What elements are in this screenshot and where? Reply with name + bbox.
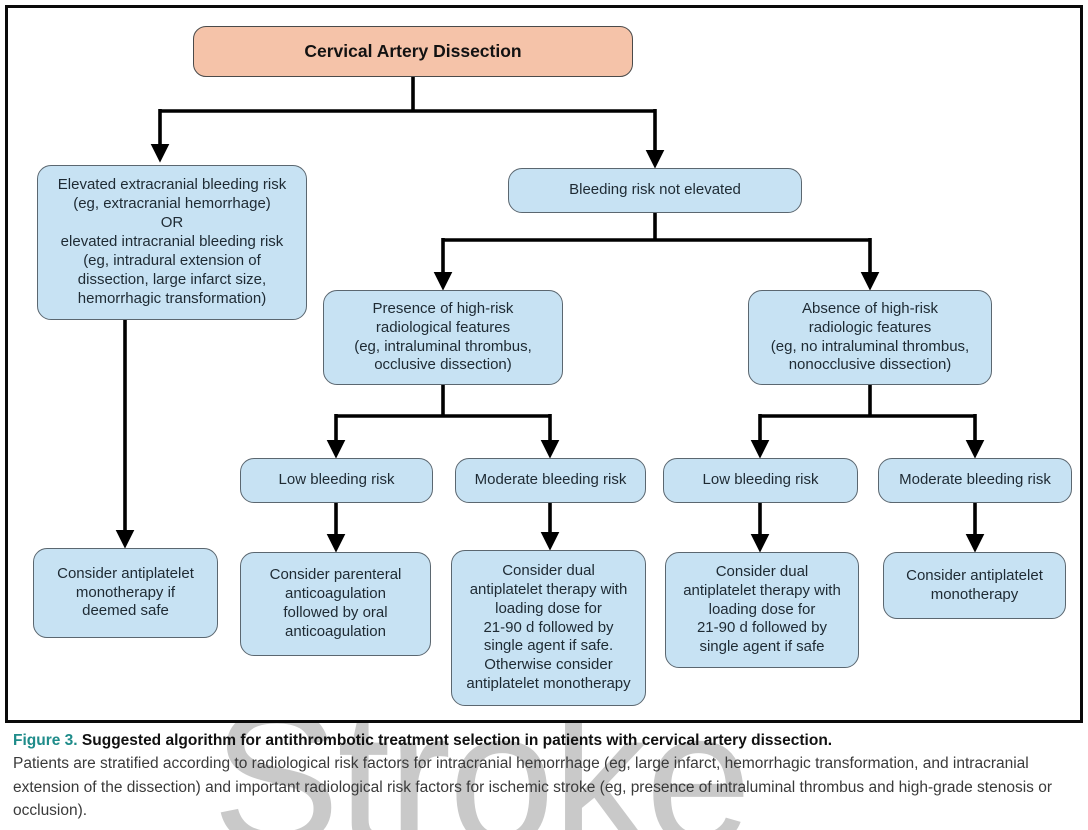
- node-label: Moderate bleeding risk: [899, 471, 1051, 489]
- figure-caption-body: Patients are stratified according to rad…: [13, 755, 1053, 819]
- flowchart-panel: Cervical Artery Dissection Elevated extr…: [5, 5, 1083, 723]
- flow-connectors: [115, 77, 985, 553]
- node-label: Low bleeding risk: [702, 471, 819, 489]
- node-label: Consider antiplatelet monotherapy if dee…: [57, 564, 194, 620]
- node-label: Consider parenteral anticoagulation foll…: [269, 566, 402, 640]
- node-label: Low bleeding risk: [278, 471, 395, 489]
- figure-number-label: Figure 3.: [13, 732, 78, 749]
- node-moderate-bleeding-risk-presence: Moderate bleeding risk: [455, 458, 646, 503]
- node-label: Consider dual antiplatelet therapy with …: [466, 561, 631, 693]
- node-elevated-bleeding-risk: Elevated extracranial bleeding risk (eg,…: [37, 165, 307, 320]
- node-label: Absence of high-risk radiologic features…: [770, 299, 970, 374]
- figure-caption-title: Figure 3. Suggested algorithm for antith…: [13, 729, 1075, 752]
- node-label: Consider dual antiplatelet therapy with …: [683, 562, 841, 656]
- node-cervical-artery-dissection: Cervical Artery Dissection: [193, 26, 633, 77]
- node-label: Consider antiplatelet monotherapy: [906, 566, 1043, 603]
- node-absence-high-risk-features: Absence of high-risk radiologic features…: [748, 290, 992, 385]
- node-moderate-bleeding-risk-absence: Moderate bleeding risk: [878, 458, 1072, 503]
- node-parenteral-then-oral-anticoagulation: Consider parenteral anticoagulation foll…: [240, 552, 431, 656]
- node-label: Cervical Artery Dissection: [304, 41, 522, 62]
- node-antiplatelet-if-deemed-safe: Consider antiplatelet monotherapy if dee…: [33, 548, 218, 638]
- node-dual-antiplatelet-otherwise-mono: Consider dual antiplatelet therapy with …: [451, 550, 646, 706]
- node-label: Bleeding risk not elevated: [569, 181, 741, 199]
- node-label: Elevated extracranial bleeding risk (eg,…: [57, 176, 287, 307]
- node-low-bleeding-risk-presence: Low bleeding risk: [240, 458, 433, 503]
- node-low-bleeding-risk-absence: Low bleeding risk: [663, 458, 858, 503]
- figure-caption: Figure 3. Suggested algorithm for antith…: [13, 729, 1075, 822]
- node-label: Presence of high-risk radiological featu…: [354, 299, 532, 374]
- node-bleeding-risk-not-elevated: Bleeding risk not elevated: [508, 168, 802, 213]
- node-label: Moderate bleeding risk: [474, 471, 627, 489]
- node-dual-antiplatelet-if-safe: Consider dual antiplatelet therapy with …: [665, 552, 859, 668]
- figure-title-text: Suggested algorithm for antithrombotic t…: [81, 732, 833, 749]
- node-antiplatelet-monotherapy: Consider antiplatelet monotherapy: [883, 552, 1066, 619]
- node-presence-high-risk-features: Presence of high-risk radiological featu…: [323, 290, 563, 385]
